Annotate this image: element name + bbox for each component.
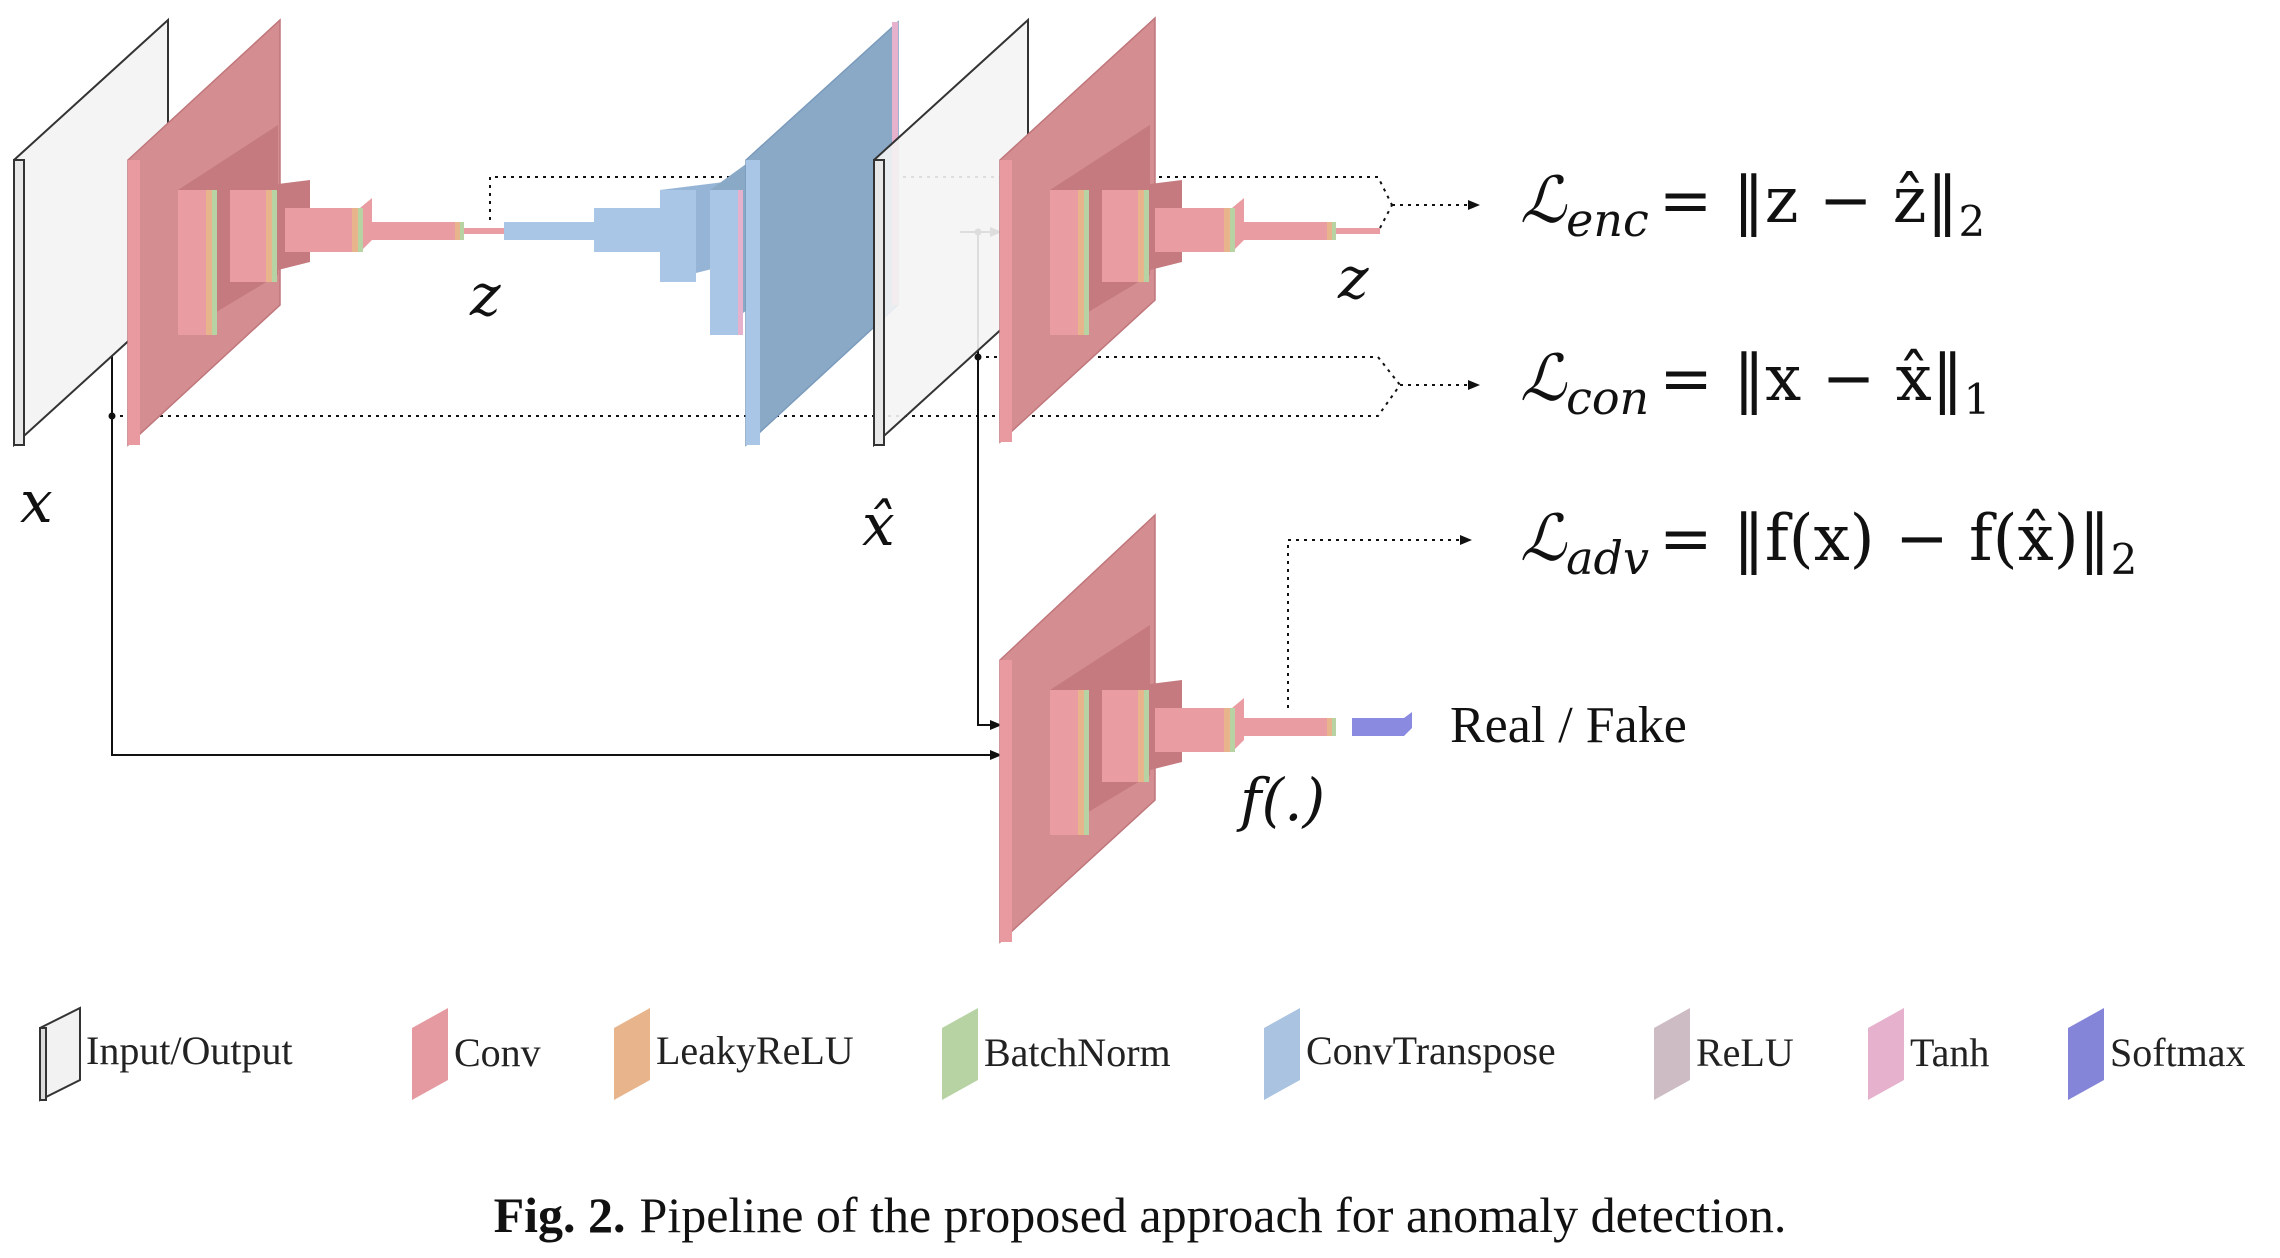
enc2-conv-4 [1155,198,1244,252]
legend-label-softmax: Softmax [2110,1030,2246,1075]
label-z-2: z [1337,244,1369,312]
disc-conv-4 [1155,698,1244,752]
discriminator [999,513,1412,944]
dec-convT-2 [594,198,672,252]
legend-label-tanh: Tanh [1910,1030,1989,1075]
dotted-line-enc-top [489,176,1393,220]
line-x-to-discriminator [111,232,1002,760]
encoder-2 [999,16,1380,444]
line-xhat-to-discriminator [977,232,1002,730]
label-xhat: x̂ [862,491,895,559]
junction-dot-xhat-2 [974,353,982,361]
legend: Input/Output Conv LeakyReLU BatchNorm Co… [39,1006,2246,1102]
label-f: f(.) [1236,766,1325,834]
legend-label-relu: ReLU [1696,1030,1794,1075]
legend-item-conv: Conv [412,1008,541,1100]
legend-item-input-output: Input/Output [39,1006,293,1102]
disc-softmax [1352,712,1412,736]
label-x: x [20,468,53,536]
enc1-conv-5 [372,222,462,240]
loss-enc: ℒenc= ‖z − ẑ‖2 [1520,164,1985,247]
junction-dot-x [108,412,116,420]
legend-item-tanh: Tanh [1868,1008,1989,1100]
legend-label-leakyrelu: LeakyReLU [656,1028,854,1073]
legend-item-leakyrelu: LeakyReLU [614,1008,854,1100]
dotted-line-con-bottom [112,384,1401,417]
loss-con: ℒcon= ‖x − x̂‖1 [1520,342,1990,425]
disc-conv-5 [1244,718,1334,736]
label-z-1: z [469,261,501,329]
node-labels: x x̂ z z f(.) Real / Fake [20,244,1687,834]
loss-equations: ℒenc= ‖z − ẑ‖2 ℒcon= ‖x − x̂‖1 ℒadv= ‖f(… [1520,164,2137,585]
figure-caption: Fig. 2.Pipeline of the proposed approach… [494,1187,1787,1243]
dec-convT-1 [504,222,594,240]
legend-item-relu: ReLU [1654,1008,1794,1100]
loss-adv: ℒadv= ‖f(x) − f(x̂)‖2 [1520,502,2137,585]
legend-item-batchnorm: BatchNorm [942,1008,1171,1100]
legend-label-conv: Conv [454,1030,541,1075]
dotted-line-enc-bottom [1379,204,1393,229]
legend-item-convtranspose: ConvTranspose [1264,1008,1556,1100]
enc2-conv-5 [1244,222,1334,240]
label-real-fake: Real / Fake [1450,697,1687,754]
legend-label-convtranspose: ConvTranspose [1306,1028,1556,1073]
enc1-conv-4 [285,198,372,252]
legend-label-input-output: Input/Output [86,1028,293,1073]
dotted-line-adv [1287,535,1472,708]
decoder [504,20,899,447]
legend-item-softmax: Softmax [2068,1008,2246,1100]
encoder-1 [127,18,504,447]
legend-label-batchnorm: BatchNorm [984,1030,1171,1075]
dotted-line-con-top [978,356,1401,386]
